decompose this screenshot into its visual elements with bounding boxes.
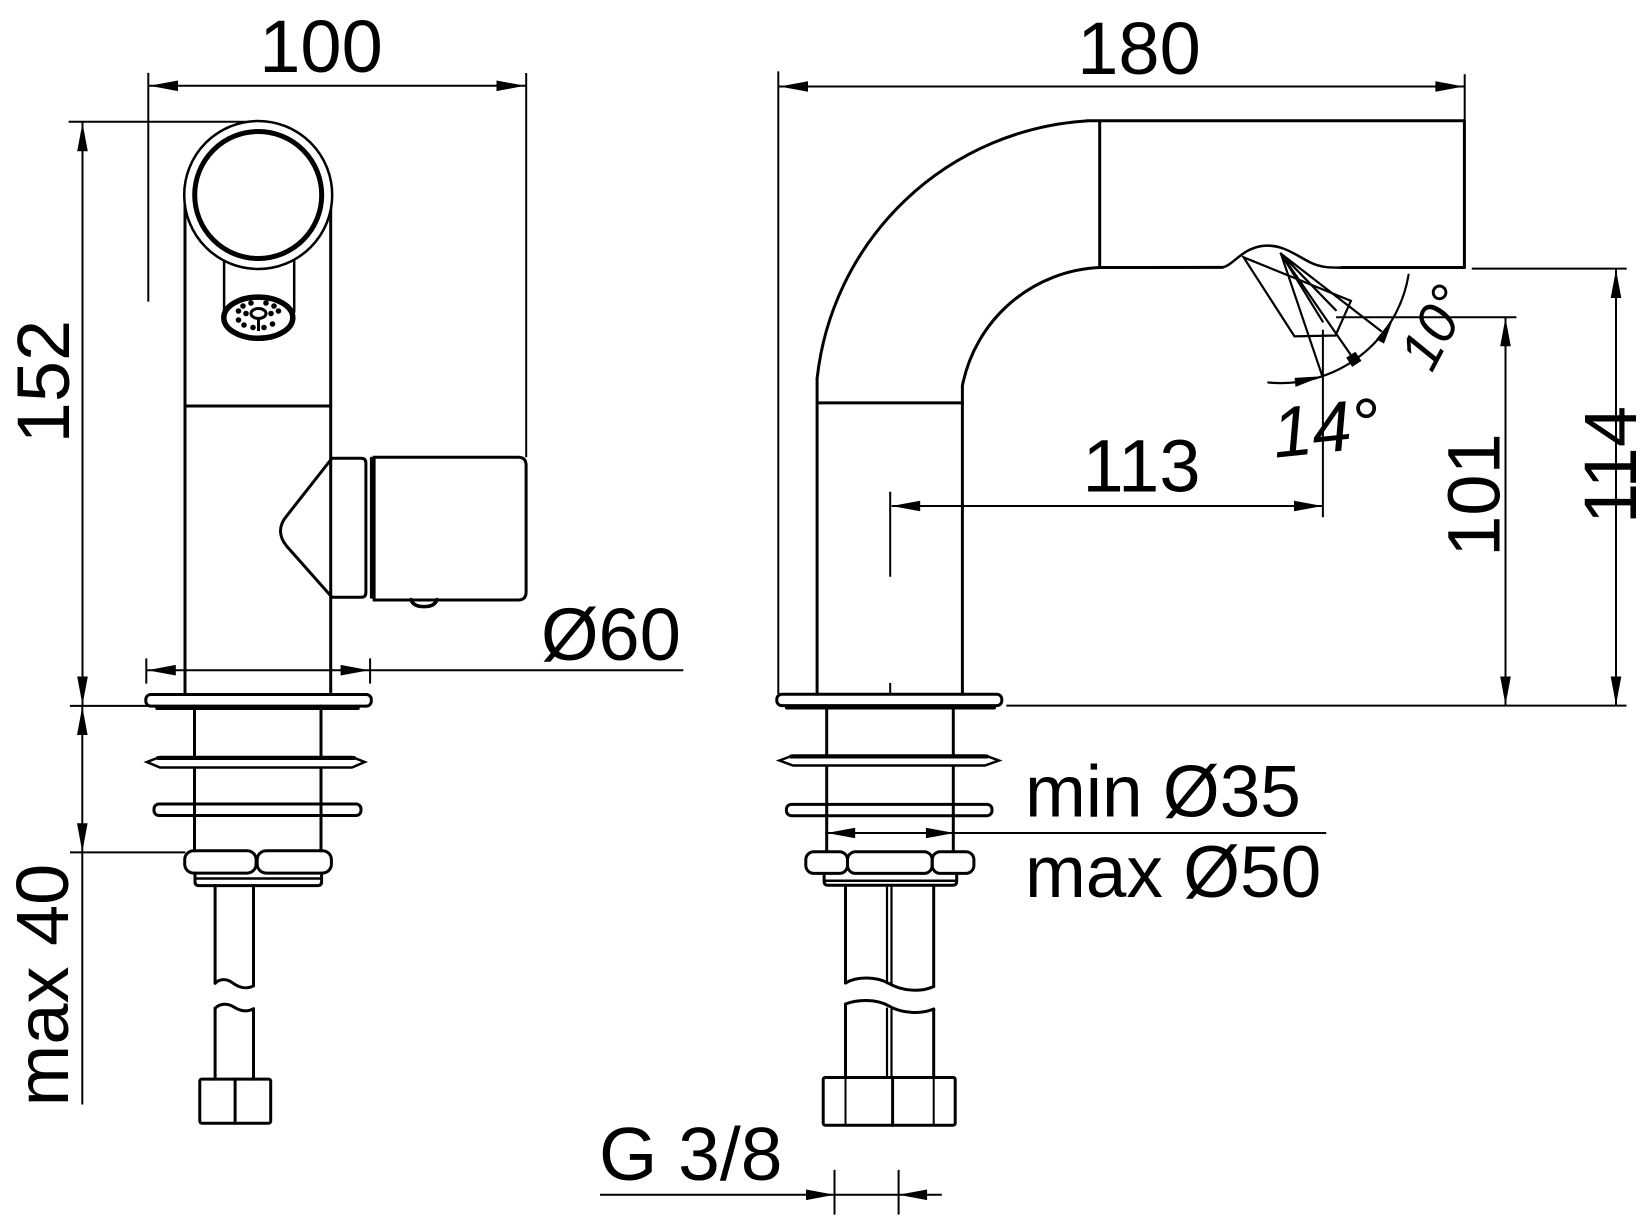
svg-text:max 40: max 40 bbox=[1, 864, 84, 1107]
svg-text:max Ø50: max Ø50 bbox=[1025, 832, 1321, 913]
svg-text:Ø60: Ø60 bbox=[541, 593, 681, 676]
svg-text:180: 180 bbox=[1077, 7, 1200, 90]
svg-text:114: 114 bbox=[1569, 406, 1650, 524]
svg-text:101: 101 bbox=[1433, 433, 1516, 556]
svg-text:G 3/8: G 3/8 bbox=[599, 1112, 782, 1196]
svg-text:152: 152 bbox=[2, 320, 85, 443]
svg-text:min Ø35: min Ø35 bbox=[1025, 752, 1301, 833]
svg-text:113: 113 bbox=[1083, 425, 1201, 508]
svg-text:100: 100 bbox=[259, 5, 382, 88]
svg-text:14°: 14° bbox=[1268, 384, 1383, 474]
